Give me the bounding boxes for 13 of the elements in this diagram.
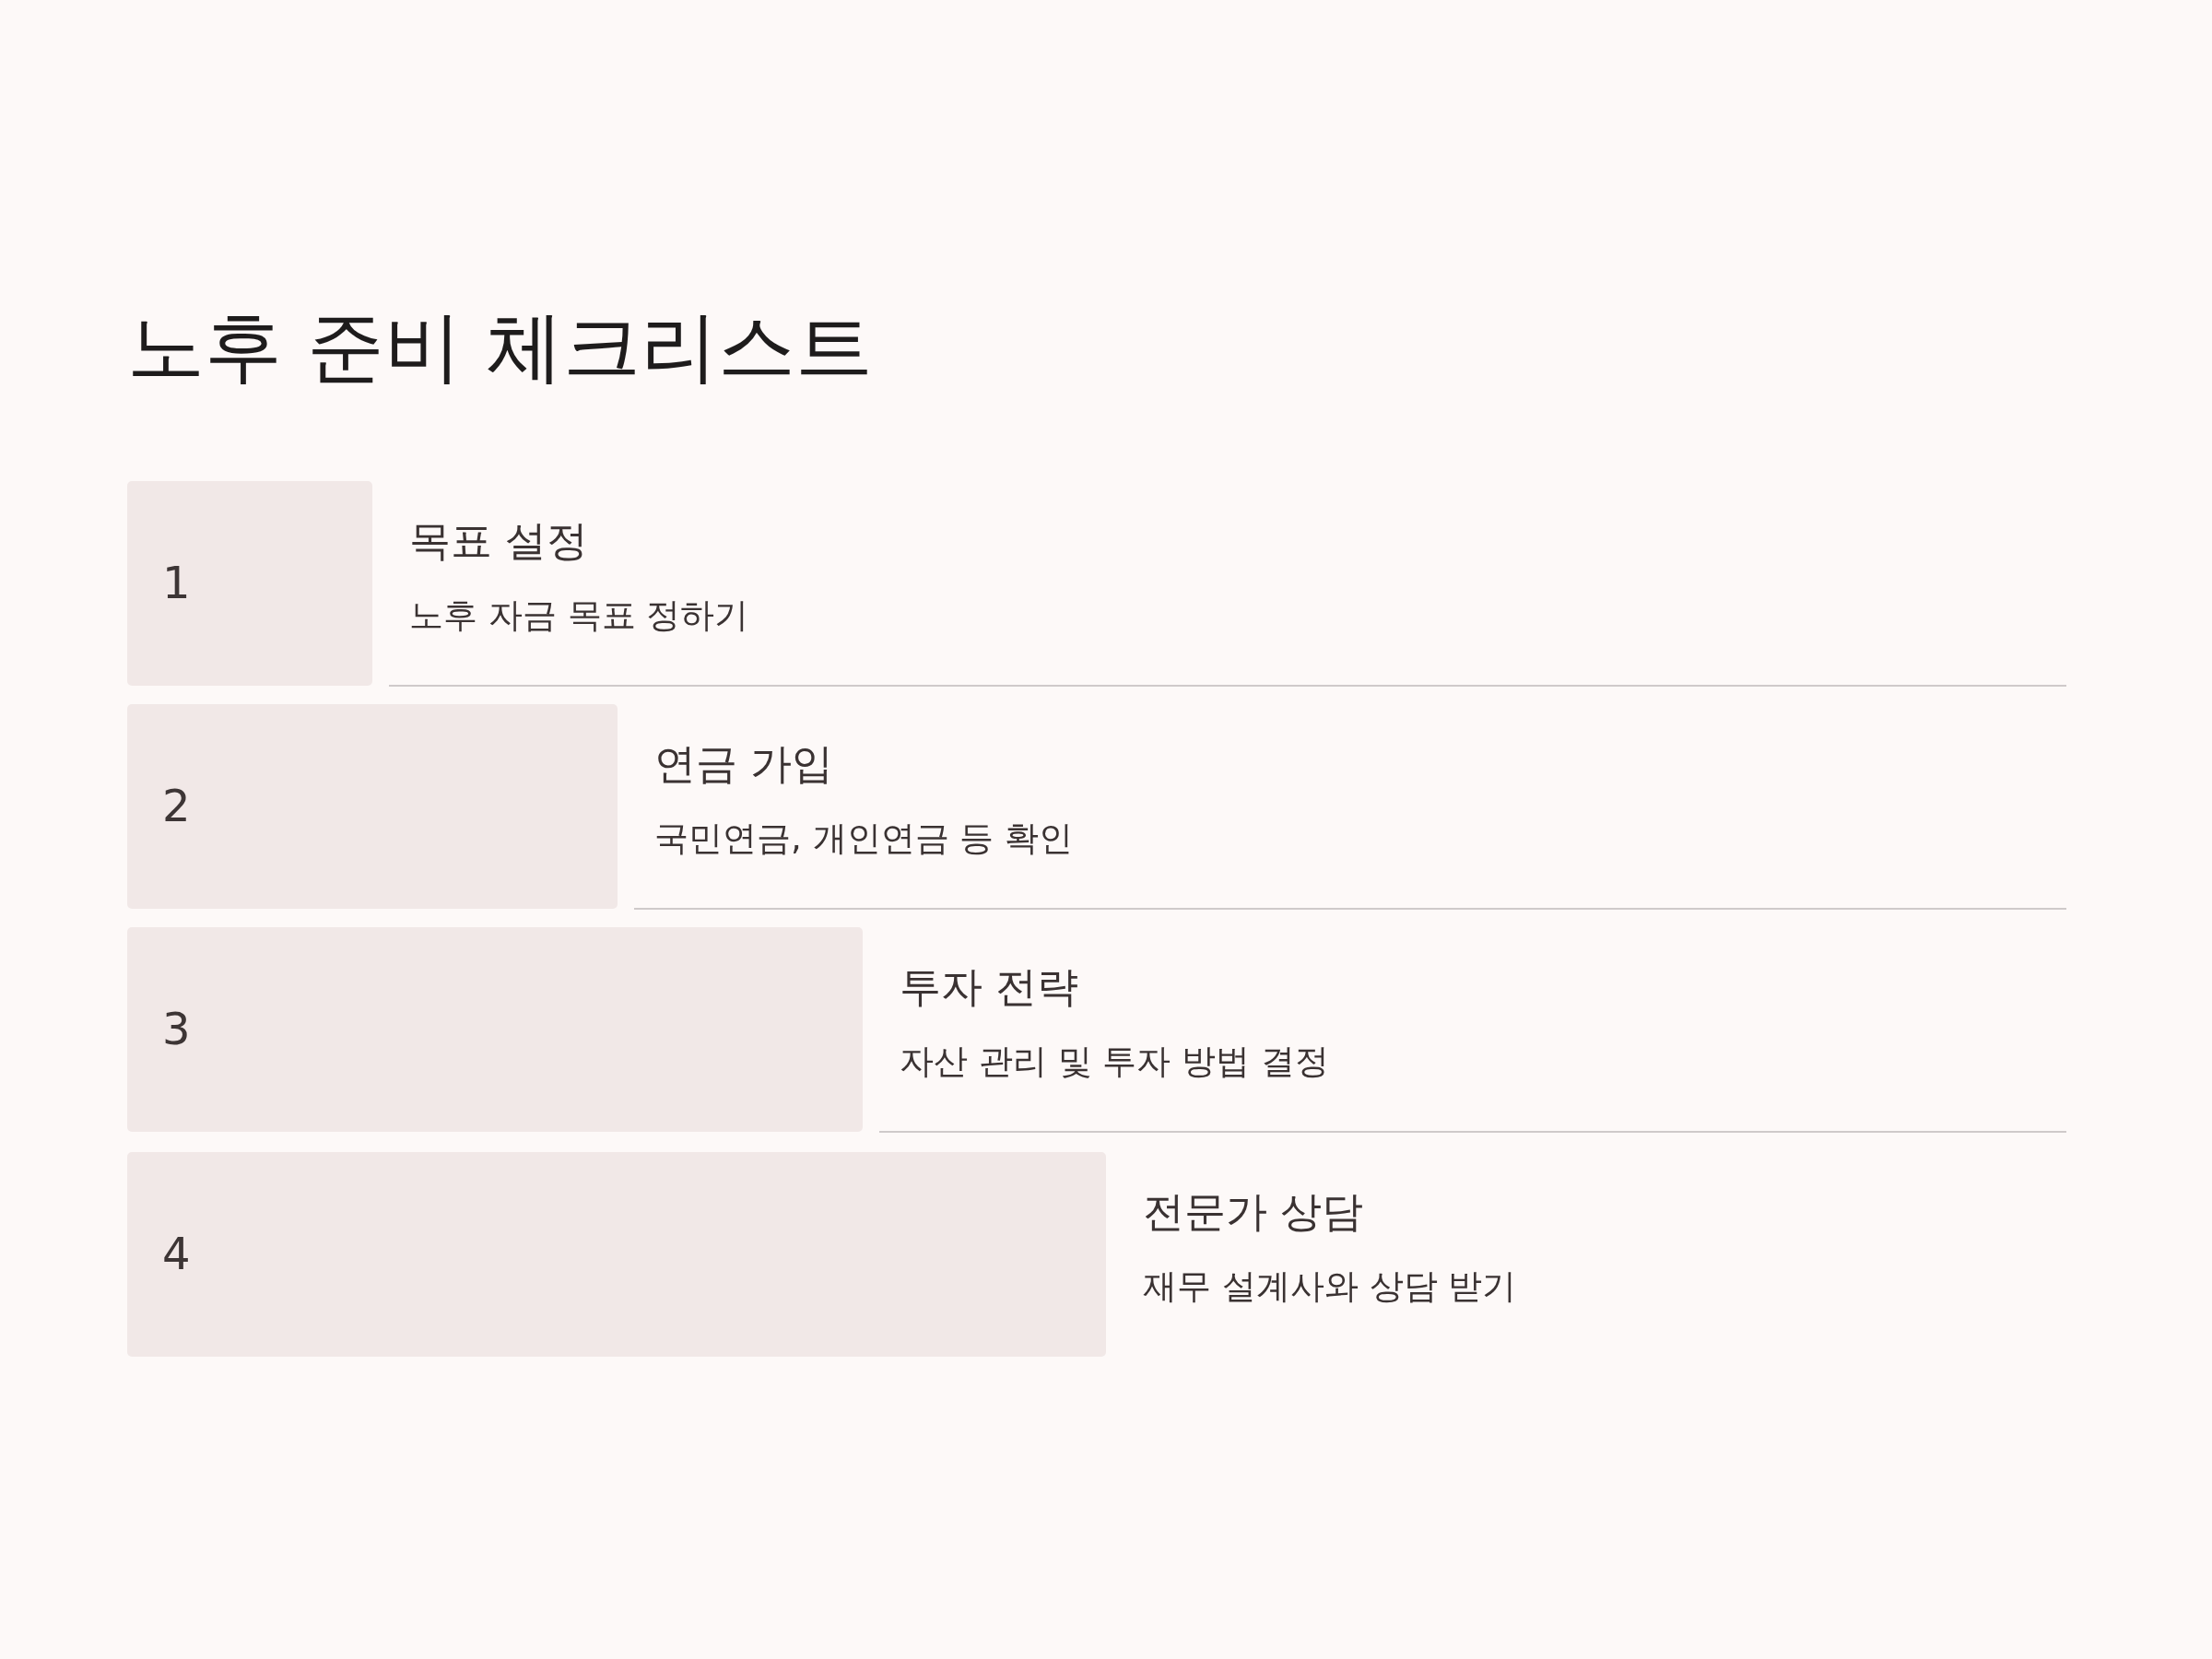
- step-number: 1: [162, 557, 191, 610]
- step-description: 자산 관리 및 투자 방법 결정: [900, 1041, 1329, 1083]
- step-heading: 전문가 상담: [1143, 1187, 1364, 1237]
- step-number: 2: [162, 780, 191, 833]
- step-number: 4: [162, 1228, 191, 1281]
- step-description: 노후 자금 목표 정하기: [409, 595, 749, 637]
- step-heading: 투자 전략: [900, 962, 1079, 1012]
- title: 노후 준비 체크리스트: [127, 300, 874, 394]
- step-heading: 목표 설정: [409, 516, 589, 566]
- step-number: 3: [162, 1003, 191, 1056]
- step-description: 국민연금, 개인연금 등 확인: [654, 818, 1074, 860]
- step-description: 재무 설계사와 상담 받기: [1143, 1266, 1517, 1308]
- step-heading: 연금 가입: [654, 739, 834, 789]
